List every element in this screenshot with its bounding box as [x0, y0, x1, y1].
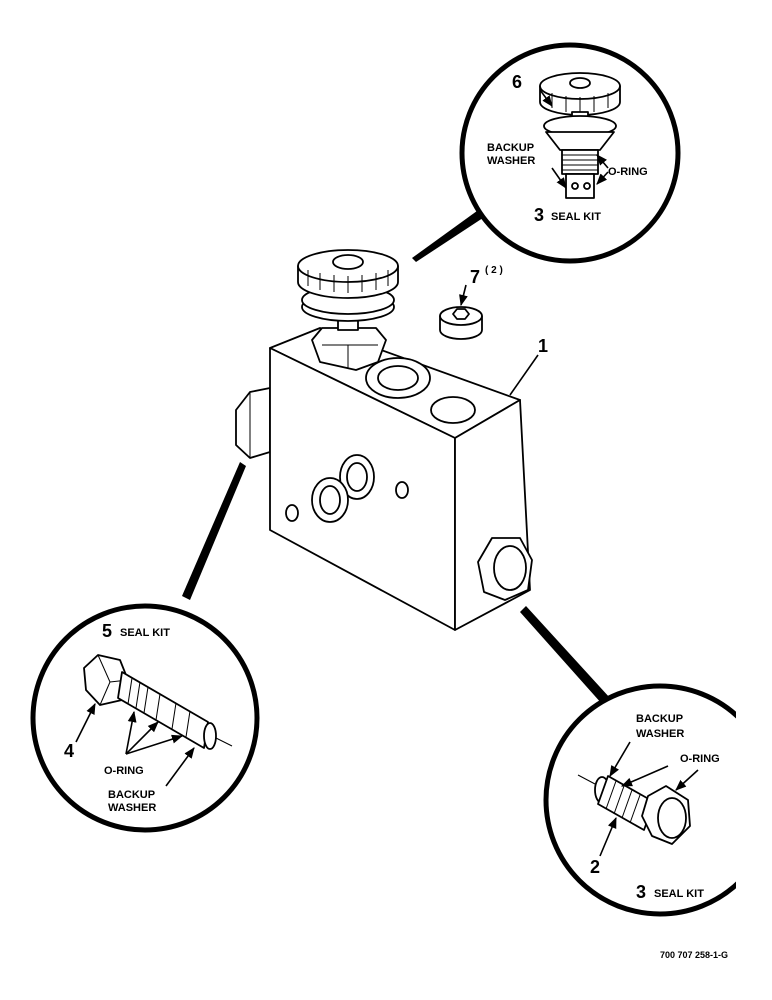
top-label-washer: WASHER [487, 155, 535, 167]
top-label-item-6: 6 [512, 72, 522, 92]
plug-item-7 [439, 306, 483, 340]
valve-block [235, 327, 533, 631]
connector-top [412, 203, 492, 262]
left-label-kit-number: 5 [102, 621, 112, 641]
connector-right [520, 606, 610, 704]
right-label-item-2: 2 [590, 857, 600, 877]
top-label-kit-number: 3 [534, 205, 544, 225]
right-label-seal-kit: SEAL KIT [654, 888, 704, 900]
drawing-reference-number: 700 707 258-1-G [660, 950, 728, 960]
left-label-item-4: 4 [64, 741, 74, 761]
right-label-oring: O-RING [680, 753, 720, 765]
callout-right-detail [543, 660, 772, 940]
top-label-oring: O-RING [608, 166, 648, 178]
right-label-backup: BACKUP [636, 713, 683, 725]
label-item-1: 1 [538, 336, 548, 356]
callout-top-detail [459, 42, 681, 264]
left-label-oring: O-RING [104, 765, 144, 777]
adjuster-knob-assembly [297, 249, 399, 371]
top-label-backup: BACKUP [487, 142, 534, 154]
leader-item-7 [459, 284, 468, 307]
right-label-washer: WASHER [636, 728, 684, 740]
leader-item-1 [509, 354, 539, 396]
callout-left-detail [30, 603, 260, 833]
top-label-seal-kit: SEAL KIT [551, 211, 601, 223]
connector-left [182, 462, 246, 600]
left-label-backup: BACKUP [108, 789, 155, 801]
left-label-seal-kit: SEAL KIT [120, 627, 170, 639]
right-label-kit-number: 3 [636, 882, 646, 902]
label-item-7-qty: ( 2 ) [485, 265, 503, 276]
left-label-washer: WASHER [108, 802, 156, 814]
label-item-7: 7 [470, 267, 480, 287]
